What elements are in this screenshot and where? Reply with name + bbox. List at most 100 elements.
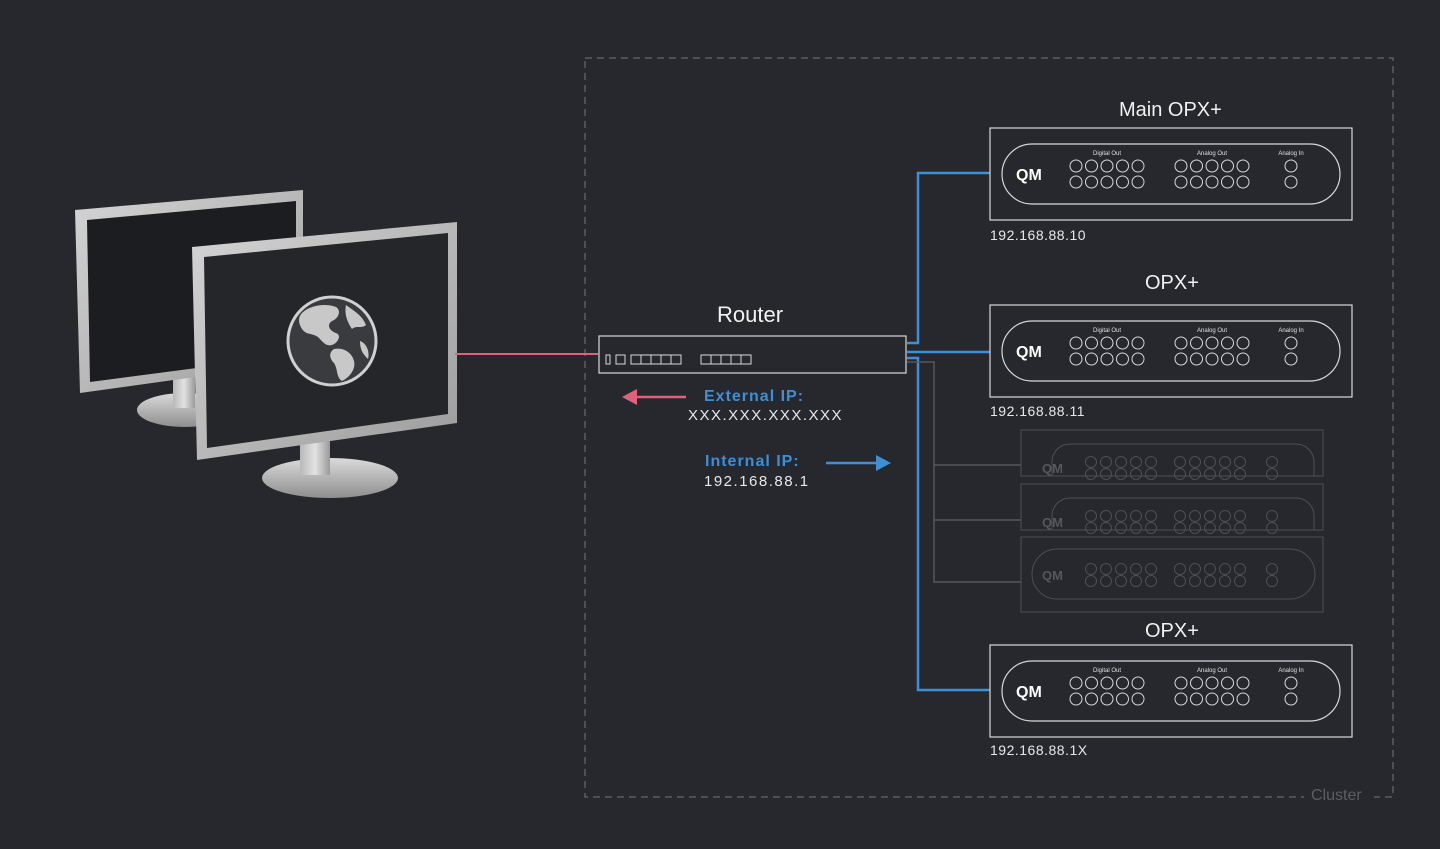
- port-circle: [1100, 692, 1114, 706]
- arrow-left-icon: [622, 389, 686, 405]
- port-circle: [1174, 510, 1186, 522]
- port-circle: [1145, 575, 1157, 587]
- port-circle: [1219, 468, 1231, 480]
- device-title-opx-1: OPX+: [1145, 272, 1199, 294]
- port-circle: [1130, 510, 1142, 522]
- port-circle: [1130, 468, 1142, 480]
- port-circle: [1069, 159, 1083, 173]
- analog-in-label: Analog In: [1278, 328, 1303, 334]
- port-circle: [1204, 563, 1216, 575]
- port-circle: [1100, 159, 1114, 173]
- port-circle: [1131, 175, 1145, 189]
- port-circle: [1085, 575, 1097, 587]
- port-circle: [1174, 692, 1188, 706]
- port-circle: [1284, 352, 1298, 366]
- port-circle: [1100, 563, 1112, 575]
- port-circle: [1236, 175, 1250, 189]
- port-circle: [1085, 456, 1097, 468]
- port-circle: [1221, 175, 1234, 189]
- port-circle: [1100, 352, 1114, 366]
- cluster-boundary: [584, 57, 1394, 798]
- qm-logo: QM: [1016, 684, 1042, 701]
- port-circle: [1100, 575, 1112, 587]
- port-circle: [1116, 692, 1129, 706]
- port-circle: [1205, 175, 1219, 189]
- internal-links: [907, 171, 990, 692]
- router-icon: [598, 335, 907, 374]
- port-circle: [1145, 563, 1157, 575]
- port-circle: [1174, 175, 1188, 189]
- qm-logo: QM: [1042, 461, 1063, 476]
- port-circle: [1204, 468, 1216, 480]
- port-circle: [1131, 336, 1145, 350]
- port-circle: [1266, 563, 1278, 575]
- port-circle: [1205, 692, 1219, 706]
- port-circle: [1190, 692, 1203, 706]
- port-circle: [1221, 352, 1234, 366]
- port-circle: [1116, 336, 1129, 350]
- port-circle: [1204, 575, 1216, 587]
- port-circle: [1221, 692, 1234, 706]
- port-circle: [1115, 563, 1127, 575]
- qm-logo: QM: [1016, 344, 1042, 361]
- port-circle: [1130, 563, 1142, 575]
- port-circle: [1069, 692, 1083, 706]
- internal-ip-value: 192.168.88.1: [704, 473, 810, 490]
- analog-out-label: Analog Out: [1197, 151, 1227, 157]
- port-circle: [1145, 522, 1157, 534]
- analog-out-label: Analog Out: [1197, 668, 1227, 674]
- port-circle: [1100, 468, 1112, 480]
- port-circle: [1145, 468, 1157, 480]
- port-circle: [1100, 456, 1112, 468]
- port-circle: [1131, 676, 1145, 690]
- port-circle: [1116, 175, 1129, 189]
- port-circle: [1100, 522, 1112, 534]
- port-circle: [1266, 468, 1278, 480]
- port-circle: [1219, 510, 1231, 522]
- port-circle: [1284, 676, 1298, 690]
- port-circle: [1190, 159, 1203, 173]
- globe-icon: [286, 295, 378, 387]
- port-circle: [1205, 159, 1219, 173]
- port-circle: [1130, 522, 1142, 534]
- port-circle: [1115, 468, 1127, 480]
- port-circle: [1189, 522, 1201, 534]
- port-circle: [1189, 456, 1201, 468]
- port-circle: [1085, 159, 1098, 173]
- port-circle: [1234, 468, 1246, 480]
- port-circle: [1115, 522, 1127, 534]
- port-circle: [1145, 510, 1157, 522]
- port-circle: [1284, 336, 1298, 350]
- port-circle: [1189, 468, 1201, 480]
- port-circle: [1205, 336, 1219, 350]
- port-circle: [1221, 336, 1234, 350]
- port-circle: [1131, 352, 1145, 366]
- faded-device: [1020, 429, 1324, 613]
- port-circle: [1219, 456, 1231, 468]
- port-circle: [1204, 510, 1216, 522]
- port-circle: [1174, 522, 1186, 534]
- port-circle: [1130, 575, 1142, 587]
- port-circle: [1219, 563, 1231, 575]
- digital-out-label: Digital Out: [1093, 151, 1121, 157]
- port-circle: [1145, 456, 1157, 468]
- port-circle: [1266, 522, 1278, 534]
- port-circle: [1100, 676, 1114, 690]
- port-circle: [1236, 352, 1250, 366]
- port-circle: [1190, 676, 1203, 690]
- port-circle: [1116, 352, 1129, 366]
- port-circle: [1085, 563, 1097, 575]
- external-ip-value: XXX.XXX.XXX.XXX: [688, 407, 844, 424]
- port-circle: [1085, 676, 1098, 690]
- port-circle: [1236, 159, 1250, 173]
- port-circle: [1189, 563, 1201, 575]
- port-circle: [1174, 575, 1186, 587]
- device-ip-opx-x: 192.168.88.1X: [990, 742, 1088, 758]
- port-circle: [1085, 468, 1097, 480]
- port-circle: [1234, 510, 1246, 522]
- port-circle: [1115, 510, 1127, 522]
